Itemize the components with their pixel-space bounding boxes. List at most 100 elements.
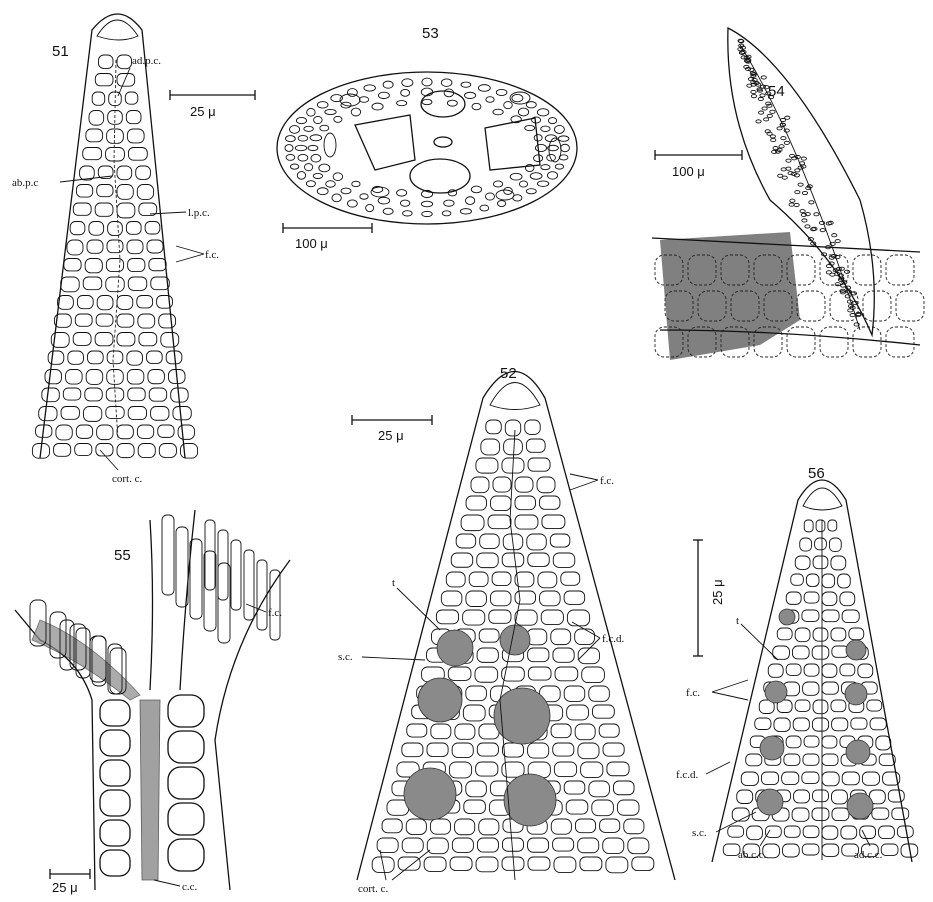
cell bbox=[422, 99, 432, 104]
cell bbox=[297, 172, 305, 180]
cell bbox=[117, 425, 133, 439]
cell bbox=[489, 610, 511, 623]
cell bbox=[481, 439, 500, 455]
cell bbox=[218, 530, 228, 600]
cell bbox=[534, 135, 542, 141]
cell bbox=[782, 772, 799, 785]
cell bbox=[190, 539, 202, 619]
cell bbox=[814, 213, 819, 216]
cell bbox=[360, 194, 368, 199]
cell bbox=[95, 333, 113, 346]
cell bbox=[762, 107, 767, 110]
cell bbox=[86, 370, 103, 385]
cell bbox=[461, 82, 471, 87]
cell bbox=[317, 188, 328, 195]
cell bbox=[784, 141, 789, 144]
cell bbox=[106, 407, 124, 419]
cell bbox=[783, 844, 800, 857]
cell bbox=[341, 188, 351, 194]
cell bbox=[613, 781, 634, 795]
cell bbox=[466, 591, 487, 606]
cell bbox=[107, 351, 123, 364]
cell bbox=[313, 173, 322, 178]
cell bbox=[535, 144, 546, 151]
fig52-label-cort-c: cort. c. bbox=[358, 883, 388, 895]
fig56-apical-cell bbox=[803, 488, 842, 510]
cell bbox=[553, 743, 574, 756]
cell bbox=[70, 222, 85, 235]
figure-55: 55 f.c. c.c. 25 μ bbox=[15, 510, 290, 895]
cell bbox=[528, 667, 551, 680]
cell bbox=[589, 686, 610, 701]
cell bbox=[554, 762, 576, 777]
cell bbox=[800, 538, 812, 551]
cell bbox=[97, 185, 113, 197]
fig51-leader-l-p-c bbox=[150, 212, 186, 214]
cell bbox=[465, 197, 474, 205]
fig54-scale-label: 100 μ bbox=[672, 164, 705, 179]
cell bbox=[442, 211, 451, 216]
cell bbox=[403, 211, 413, 216]
cell bbox=[809, 201, 814, 204]
cell bbox=[751, 90, 756, 93]
fig56-filament-cells bbox=[723, 520, 918, 858]
cell bbox=[786, 736, 801, 748]
cell bbox=[333, 173, 343, 181]
cell bbox=[73, 333, 91, 346]
cell bbox=[554, 857, 576, 872]
cell bbox=[870, 718, 886, 730]
fig53-central-cell-bottom bbox=[410, 159, 470, 193]
cell bbox=[867, 700, 882, 711]
cell bbox=[770, 135, 775, 138]
cell bbox=[795, 700, 810, 711]
figure-52: 52 25 μ f.c. t s.c. f.c.d. cort. c. bbox=[338, 365, 675, 895]
cell bbox=[607, 762, 629, 776]
cell bbox=[528, 857, 550, 870]
cell bbox=[476, 857, 498, 872]
cell bbox=[448, 667, 471, 680]
cell bbox=[815, 538, 827, 550]
cell bbox=[168, 839, 204, 871]
cell bbox=[117, 203, 135, 218]
cell bbox=[66, 370, 83, 385]
host-cell bbox=[797, 291, 825, 321]
cell bbox=[800, 210, 805, 213]
cell bbox=[794, 790, 810, 803]
host-cell bbox=[820, 327, 848, 357]
cell bbox=[469, 572, 488, 587]
cell bbox=[476, 762, 498, 776]
fig51-leader-ad-p-c bbox=[118, 68, 130, 96]
cell bbox=[862, 772, 879, 785]
cell bbox=[444, 200, 454, 206]
cell bbox=[486, 193, 495, 200]
cell bbox=[106, 259, 123, 272]
cell bbox=[858, 664, 873, 678]
host-cell bbox=[787, 327, 815, 357]
cell bbox=[421, 201, 432, 207]
cell bbox=[841, 826, 857, 839]
cell bbox=[449, 762, 471, 778]
cell bbox=[117, 55, 132, 69]
cell bbox=[813, 556, 828, 569]
cell bbox=[510, 173, 522, 180]
fig51-scale-label: 25 μ bbox=[190, 104, 216, 119]
cell bbox=[547, 154, 556, 161]
host-cell bbox=[863, 291, 891, 321]
cell bbox=[97, 296, 113, 310]
cell bbox=[100, 820, 130, 846]
cell bbox=[452, 838, 473, 852]
cell bbox=[771, 138, 776, 141]
cell bbox=[566, 800, 588, 814]
cell bbox=[463, 610, 485, 625]
cell bbox=[872, 808, 889, 819]
cell bbox=[108, 222, 123, 236]
cell bbox=[128, 259, 145, 272]
fig56-label-f-c-d: f.c.d. bbox=[676, 769, 699, 781]
cell bbox=[455, 724, 475, 739]
cell bbox=[802, 219, 807, 222]
cell bbox=[402, 79, 413, 87]
figure-53: 53 100 μ bbox=[277, 25, 577, 251]
cell bbox=[822, 610, 839, 622]
cell bbox=[804, 664, 819, 676]
cell bbox=[231, 540, 241, 610]
